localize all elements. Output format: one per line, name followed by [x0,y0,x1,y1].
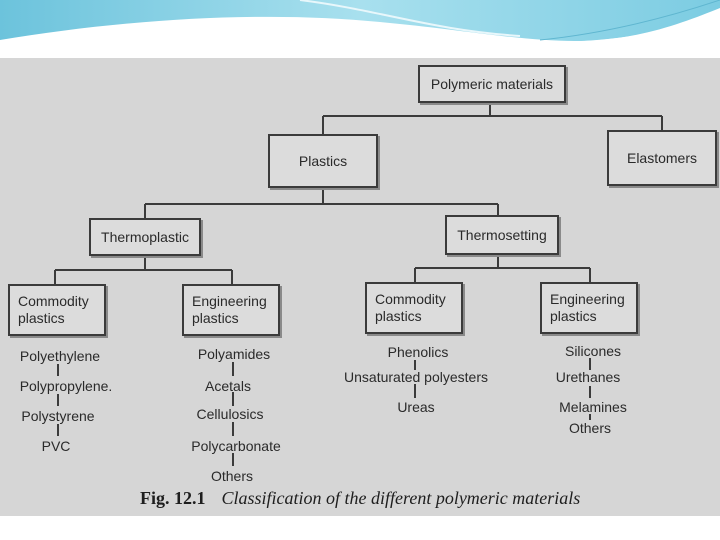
node-thermoplastic-commodity: Commodity plastics [8,284,106,336]
figure-scan: Polymeric materials Plastics Elastomers … [0,58,720,516]
decorative-banner [0,0,720,62]
leaf-cellulosics: Cellulosics [196,406,264,422]
leaf-pvc: PVC [41,438,71,454]
leaf-silicones: Silicones [564,343,622,359]
node-thermosetting: Thermosetting [445,215,559,255]
leaf-others-thermosetting: Others [568,420,612,436]
leaf-polyamides: Polyamides [197,346,271,362]
node-thermoplastic: Thermoplastic [89,218,201,256]
figure-caption-text: Classification of the different polymeri… [221,488,581,508]
leaf-urethanes: Urethanes [555,369,621,385]
leaf-polystyrene: Polystyrene [21,408,95,424]
node-thermosetting-commodity: Commodity plastics [365,282,463,334]
leaf-unsaturated-polyesters: Unsaturated polyesters [344,369,488,385]
leaf-ureas: Ureas [397,399,435,415]
node-thermosetting-engineering: Engineering plastics [540,282,638,334]
leaf-polyethylene: Polyethylene [19,348,101,364]
node-polymeric-materials: Polymeric materials [418,65,566,103]
leaf-melamines: Melamines [559,399,627,415]
leaf-others-thermoplastic: Others [210,468,254,484]
leaf-polycarbonate: Polycarbonate [191,438,281,454]
node-thermoplastic-engineering: Engineering plastics [182,284,280,336]
node-plastics: Plastics [268,134,378,188]
leaf-phenolics: Phenolics [387,344,449,360]
node-elastomers: Elastomers [607,130,717,186]
connector-lines [54,103,663,466]
leaf-acetals: Acetals [205,378,251,394]
figure-number: Fig. 12.1 [140,488,206,508]
leaf-polypropylene: Polypropylene. [19,378,113,394]
figure-caption: Fig. 12.1 Classification of the different… [140,488,580,509]
